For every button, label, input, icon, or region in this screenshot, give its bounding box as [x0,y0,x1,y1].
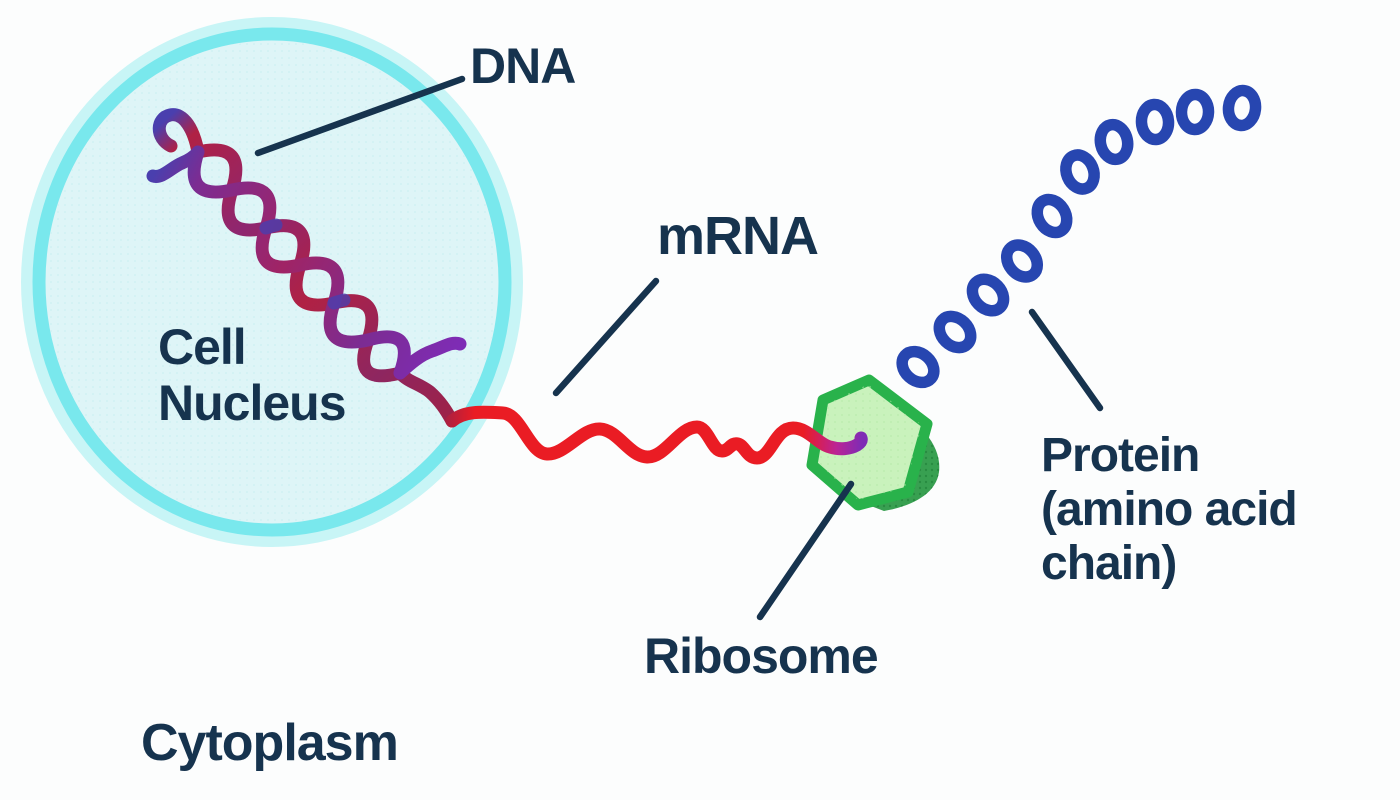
mrna-strand [445,405,868,465]
protein-label-line3: chain) [1041,537,1177,590]
dna-strand-purple [146,145,467,380]
protein-chain [896,84,1262,389]
mrna-label: mRNA [657,206,819,266]
protein-pointer-line [1028,308,1104,412]
ribosome-body-texture [817,384,922,500]
mrna-pointer-line [552,277,660,397]
cell-nucleus-label: Cell Nucleus [158,319,347,431]
dna-helix [146,108,467,428]
protein-label-line2: (amino acid [1041,483,1298,536]
cell-nucleus-label-line1: Cell [158,319,247,375]
dna-blue-accent [327,293,351,310]
cell-nucleus-label-line2: Nucleus [158,375,347,431]
ribosome-shape [806,374,940,511]
pointer-lines [254,75,1104,621]
dna-label: DNA [470,38,576,94]
cytoplasm-label: Cytoplasm [141,714,399,772]
ribosome-pointer-line [756,480,855,621]
dna-blue-accent [259,218,283,235]
ribosome-label: Ribosome [644,628,879,684]
dna-pointer-line [254,75,466,157]
cell-nucleus-shape [21,17,523,547]
protein-label: Protein (amino acid chain) [1041,429,1298,591]
protein-label-line1: Protein [1041,429,1200,482]
